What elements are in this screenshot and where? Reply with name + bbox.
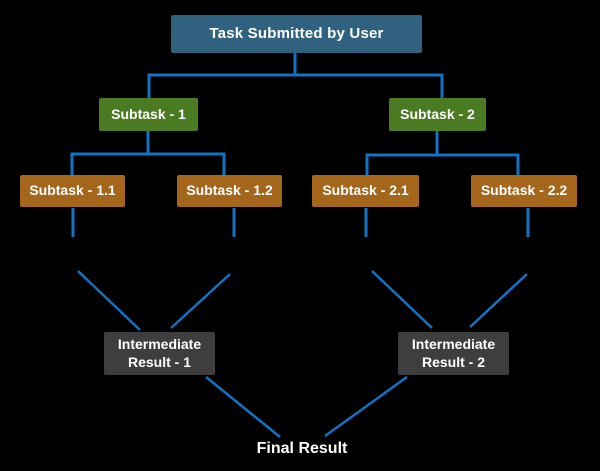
node-label: Intermediate Result - 1 [117, 336, 202, 370]
node-final-result: Final Result [232, 440, 372, 458]
connector-subtask2-to-leaves [365, 131, 520, 175]
node-label: Intermediate Result - 2 [411, 336, 496, 370]
node-task-submitted-by-user: Task Submitted by User [171, 15, 422, 53]
node-intermediate-result-1: Intermediate Result - 1 [104, 332, 215, 375]
node-subtask-1-1: Subtask - 1.1 [20, 175, 125, 207]
node-subtask-1-2: Subtask - 1.2 [177, 175, 282, 207]
node-label: Final Result [256, 440, 348, 457]
node-subtask-2-1: Subtask - 2.1 [312, 175, 419, 207]
node-label: Subtask - 1 [111, 105, 186, 122]
node-label: Subtask - 1.2 [186, 182, 273, 199]
node-label: Subtask - 2.1 [322, 182, 409, 199]
connector-intermediate-to-final [205, 375, 408, 438]
connector-leaf-stubs [71, 208, 530, 237]
node-intermediate-result-2: Intermediate Result - 2 [398, 332, 509, 375]
node-label: Task Submitted by User [209, 24, 384, 42]
node-label: Subtask - 1.1 [29, 182, 116, 199]
connector-leaves-to-intermediate [77, 270, 528, 331]
node-subtask-2: Subtask - 2 [389, 98, 486, 131]
connector-root-to-subtasks [147, 53, 444, 98]
node-subtask-1: Subtask - 1 [99, 98, 198, 131]
node-label: Subtask - 2 [400, 105, 475, 122]
node-label: Subtask - 2.2 [480, 182, 568, 199]
node-subtask-2-2: Subtask - 2.2 [471, 175, 577, 207]
connector-subtask1-to-leaves [70, 131, 226, 175]
